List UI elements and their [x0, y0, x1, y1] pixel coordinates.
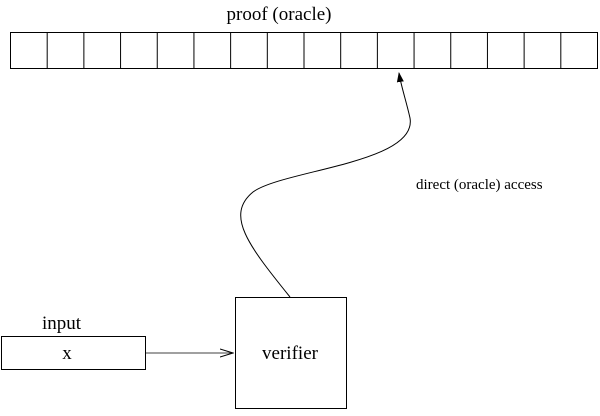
- input-value: x: [62, 343, 72, 364]
- oracle-access-arrow: [240, 72, 411, 298]
- proof-cells: [46, 32, 562, 69]
- input-label: input: [42, 313, 82, 334]
- input-box: [1, 336, 146, 370]
- proof-label: proof (oracle): [227, 4, 332, 25]
- verifier-box: [235, 297, 347, 409]
- verifier-label: verifier: [262, 343, 319, 364]
- proof-tape: [10, 32, 598, 69]
- oracle-access-label: direct (oracle) access: [416, 177, 543, 193]
